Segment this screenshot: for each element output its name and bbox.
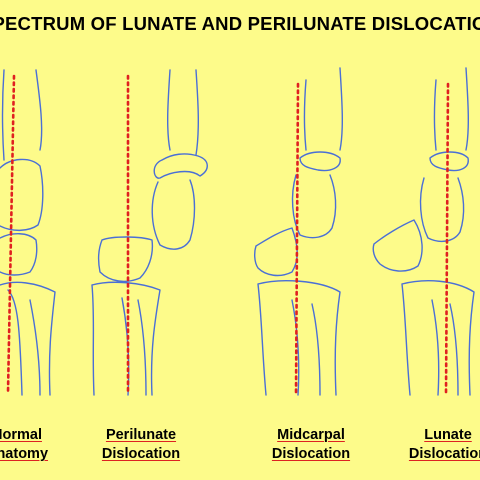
label-line-2: Dislocation — [271, 446, 351, 462]
axis-line — [6, 74, 16, 394]
metacarpal-bone — [1, 69, 43, 161]
panel-midcarpal-dislocation — [253, 67, 344, 396]
capitate-bone — [429, 151, 469, 172]
label-perilunate-dislocation: Perilunate Dislocation — [81, 426, 201, 464]
label-line-2: Anatomy — [0, 446, 49, 462]
metacarpal-bone — [433, 67, 470, 151]
metacarpal-bone — [303, 67, 344, 151]
radius-bone — [91, 281, 161, 396]
capitate-bone — [153, 153, 208, 179]
panel-perilunate-dislocation — [91, 69, 208, 396]
radius-bone — [257, 280, 341, 396]
panel-lunate-dislocation — [372, 67, 475, 396]
lunate-bone — [97, 236, 154, 283]
radius-bone — [401, 280, 475, 396]
ulna-bone — [121, 297, 147, 396]
ulna-bone — [7, 289, 41, 396]
ulna-bone — [431, 299, 459, 396]
radius-bone — [0, 281, 56, 396]
label-lunate-dislocation: Lunate Dislocation — [388, 426, 480, 464]
panel-normal-anatomy — [0, 69, 56, 396]
label-line-1: Perilunate — [105, 427, 177, 443]
capitate-bone — [299, 151, 341, 172]
label-line-2: Dislocation — [408, 446, 480, 462]
ulna-bone — [291, 299, 321, 396]
axis-line — [294, 82, 300, 396]
capitate-bone — [0, 158, 44, 232]
lunate-bone — [0, 233, 38, 276]
diagram-title: SPECTRUM OF LUNATE AND PERILUNATE DISLOC… — [0, 13, 480, 34]
lunate-bone — [253, 227, 298, 277]
lunate-bone — [372, 219, 423, 272]
label-line-1: Lunate — [424, 427, 472, 443]
label-midcarpal-dislocation: Midcarpal Dislocation — [251, 426, 371, 464]
axis-line — [444, 82, 450, 396]
label-line-1: Midcarpal — [277, 427, 345, 443]
label-line-2: Dislocation — [101, 446, 181, 462]
capitate-bone — [151, 179, 196, 250]
capitate-bone — [291, 174, 337, 239]
metacarpal-bone — [166, 69, 200, 156]
capitate-bone — [419, 177, 465, 243]
